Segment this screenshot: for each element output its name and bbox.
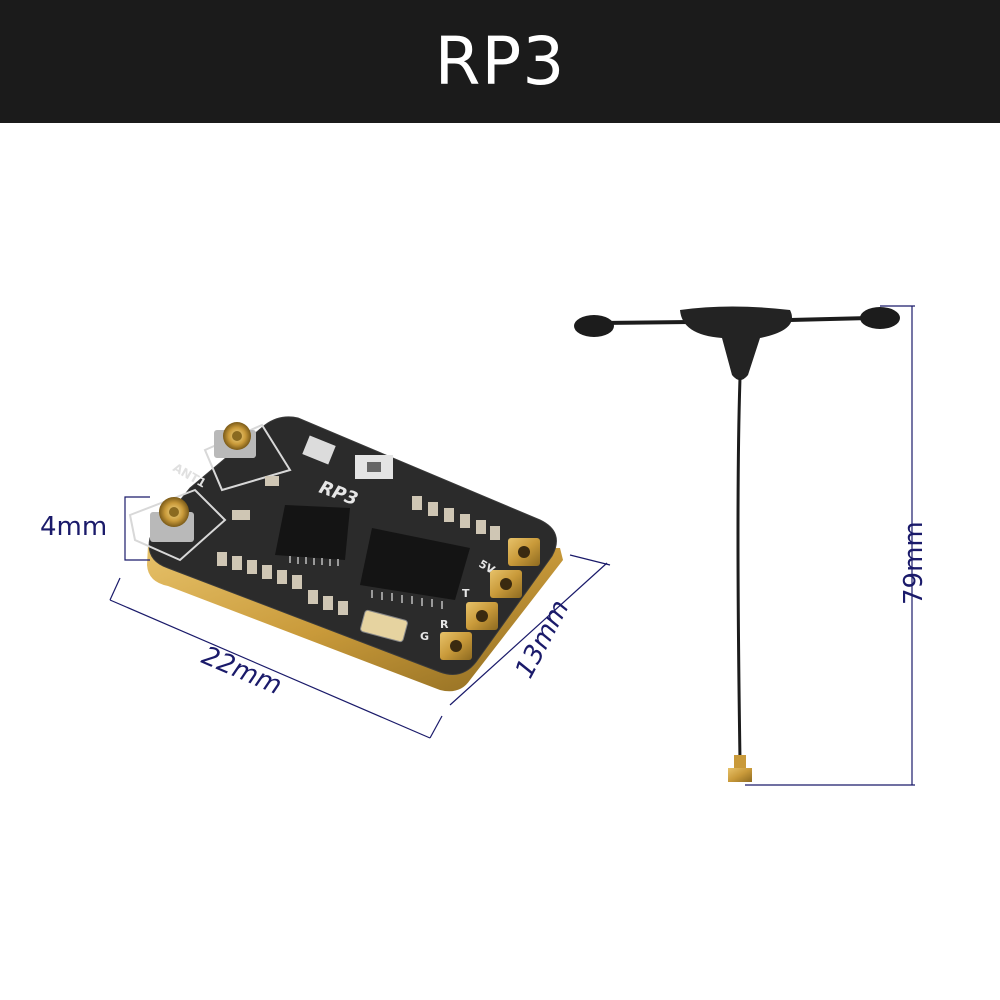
page-title: RP3: [434, 23, 566, 100]
product-scene: ANT1 RP3: [0, 123, 1000, 1000]
pad-label: R: [440, 618, 449, 631]
silkscreen-outline: [128, 488, 227, 562]
chip-2: [360, 528, 470, 609]
antenna-dimension-lines: [745, 305, 915, 786]
ufl-port-1: [214, 422, 256, 458]
height-dimension-label: 4mm: [40, 512, 107, 542]
pad-label: G: [420, 630, 429, 643]
product-illustration: ANT1 RP3: [40, 305, 929, 786]
chip-1: [275, 505, 350, 566]
passive-components: [217, 476, 500, 615]
antenna-dimension-label: 79mm: [899, 521, 929, 605]
pad-label: T: [462, 587, 470, 600]
ant-label: ANT1: [171, 460, 209, 490]
solder-pads: [440, 538, 540, 660]
t-antenna: [574, 306, 900, 782]
title-bar: RP3: [0, 0, 1000, 123]
board-dimension-lines: [109, 496, 611, 739]
receiver-board: ANT1 RP3: [128, 416, 563, 692]
crystal: [360, 609, 408, 643]
length-dimension-label: 22mm: [197, 641, 286, 701]
ufl-port-2: [150, 497, 194, 542]
pcb-top: [148, 416, 557, 675]
